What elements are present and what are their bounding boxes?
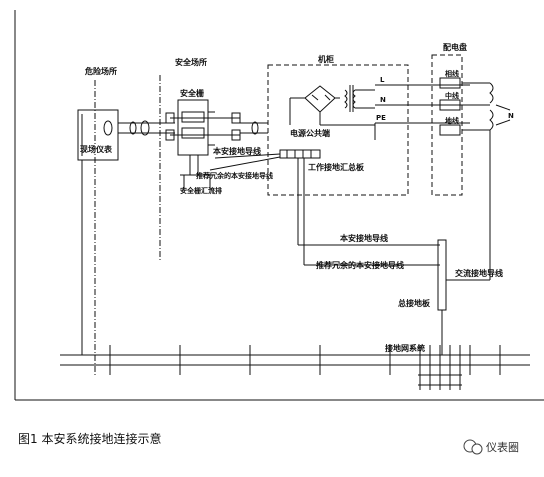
watermark-text: 仪表圈 (486, 440, 519, 454)
safety-barrier-block (177, 99, 209, 156)
neutral-breaker (439, 99, 461, 111)
label-ground-wire: 地线 (445, 116, 459, 125)
label-safety-barrier: 安全栅 (180, 88, 204, 98)
rectifier-bridge (304, 85, 336, 113)
label-field-instrument: 现场仪表 (80, 144, 113, 154)
main-ground-plate (437, 239, 447, 311)
label-is-ground-conductor: 本安接地导线 (212, 146, 261, 156)
label-distribution-box: 配电盘 (443, 42, 467, 52)
label-redundant-is-ground: 推荐冗余的本安接地导线 (196, 171, 273, 180)
label-is-ground-conductor-2: 本安接地导线 (339, 233, 388, 243)
label-barrier-busbar: 安全栅汇流排 (180, 186, 222, 195)
distribution-box (431, 54, 463, 196)
wechat-logo-icon (463, 439, 483, 455)
label-hazard-area: 危险场所 (84, 66, 117, 76)
label-power-common: 电源公共端 (290, 128, 330, 138)
field-instrument-box (77, 109, 119, 161)
label-PE: PE (376, 114, 386, 122)
label-N-right: N (508, 112, 514, 120)
label-ac-ground-conductor: 交流接地导线 (455, 268, 503, 278)
ground-breaker (439, 124, 461, 136)
label-L: L (380, 76, 385, 84)
label-grounding-grid: 接地网系统 (385, 343, 425, 353)
label-cabinet: 机柜 (318, 54, 334, 64)
label-safe-area: 安全场所 (175, 57, 207, 67)
work-ground-busbar (279, 149, 321, 159)
label-phase-wire: 相线 (445, 69, 459, 78)
label-redundant-is-ground-2: 推荐冗余的本安接地导线 (316, 260, 404, 270)
phase-breaker (439, 77, 461, 89)
label-neutral-wire: 中线 (445, 91, 459, 100)
transformer-coil-left (344, 89, 348, 109)
cabinet-box (267, 64, 409, 196)
label-N: N (380, 96, 386, 104)
figure-caption: 图1 本安系统接地连接示意 (18, 431, 161, 446)
label-work-ground-busbar: 工作接地汇总板 (308, 162, 365, 172)
label-main-ground-plate: 总接地板 (398, 298, 431, 308)
